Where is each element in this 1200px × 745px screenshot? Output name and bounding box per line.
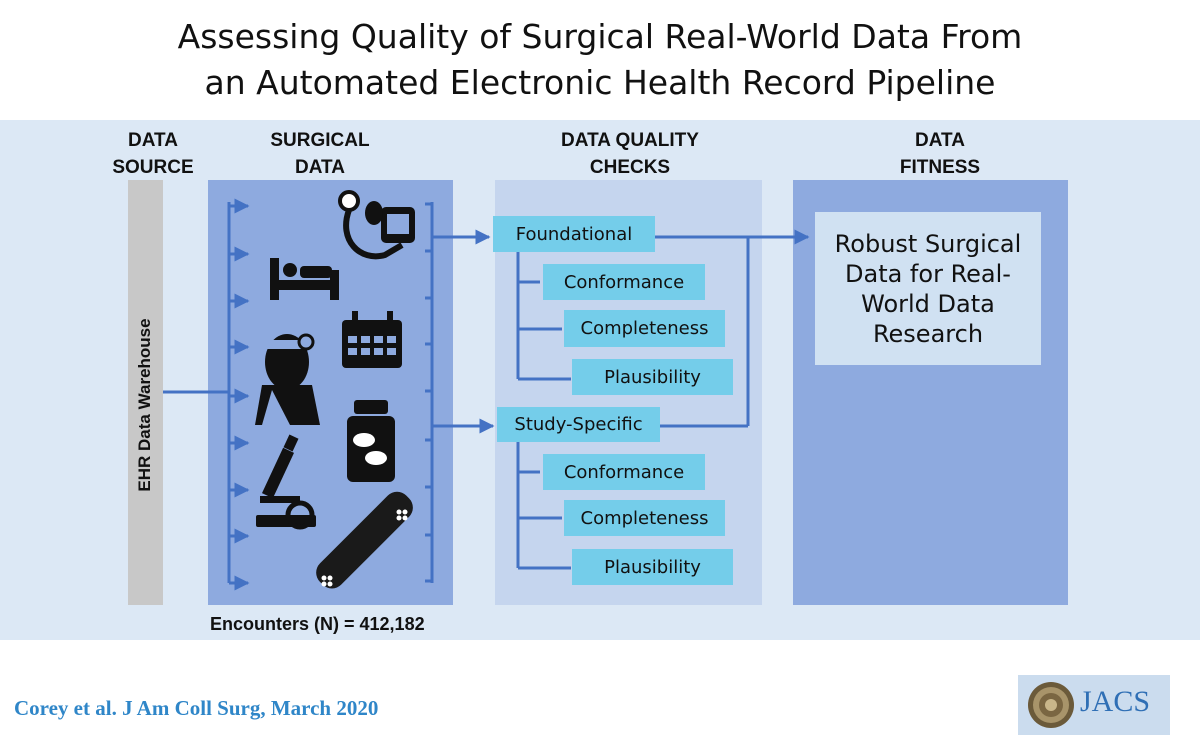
medication-bottle-icon: [347, 400, 395, 482]
jacs-seal-icon: [1028, 682, 1074, 728]
ehr-data-warehouse-bar: [128, 180, 163, 605]
microscope-icon: [256, 434, 316, 530]
foundational-conformance-box: Conformance: [543, 264, 705, 300]
foundational-plausibility-box: Plausibility: [572, 359, 733, 395]
encounters-count: Encounters (N) = 412,182: [210, 614, 425, 634]
title-line-1: Assessing Quality of Surgical Real-World…: [177, 17, 1023, 56]
citation: Corey et al. J Am Coll Surg, March 2020: [14, 696, 379, 720]
surgeon-icon: [255, 333, 320, 425]
foundational-box: Foundational: [493, 216, 655, 252]
page-title: Assessing Quality of Surgical Real-World…: [0, 14, 1200, 106]
study-specific-completeness-box: Completeness: [564, 500, 725, 536]
study-specific-conformance-box: Conformance: [543, 454, 705, 490]
study-specific-box: Study-Specific: [497, 407, 660, 442]
title-line-2: an Automated Electronic Health Record Pi…: [204, 63, 996, 102]
header-surgical-data: SURGICAL DATA: [270, 130, 370, 178]
wearable-sensor-icon: [316, 491, 413, 589]
header-data-source: DATA SOURCE: [112, 130, 194, 178]
header-data-quality-checks: DATA QUALITY CHECKS: [561, 130, 699, 178]
fitness-result-box: Robust Surgical Data for Real- World Dat…: [815, 212, 1041, 365]
jacs-logo: JACS: [1018, 675, 1170, 735]
blood-pressure-cuff-icon: [338, 190, 415, 260]
calendar-icon: [342, 311, 402, 368]
study-specific-plausibility-box: Plausibility: [572, 549, 733, 585]
hospital-bed-icon: [270, 258, 339, 300]
jacs-wordmark: JACS: [1080, 685, 1151, 718]
foundational-completeness-box: Completeness: [564, 310, 725, 347]
header-data-fitness: DATA FITNESS: [899, 130, 981, 178]
